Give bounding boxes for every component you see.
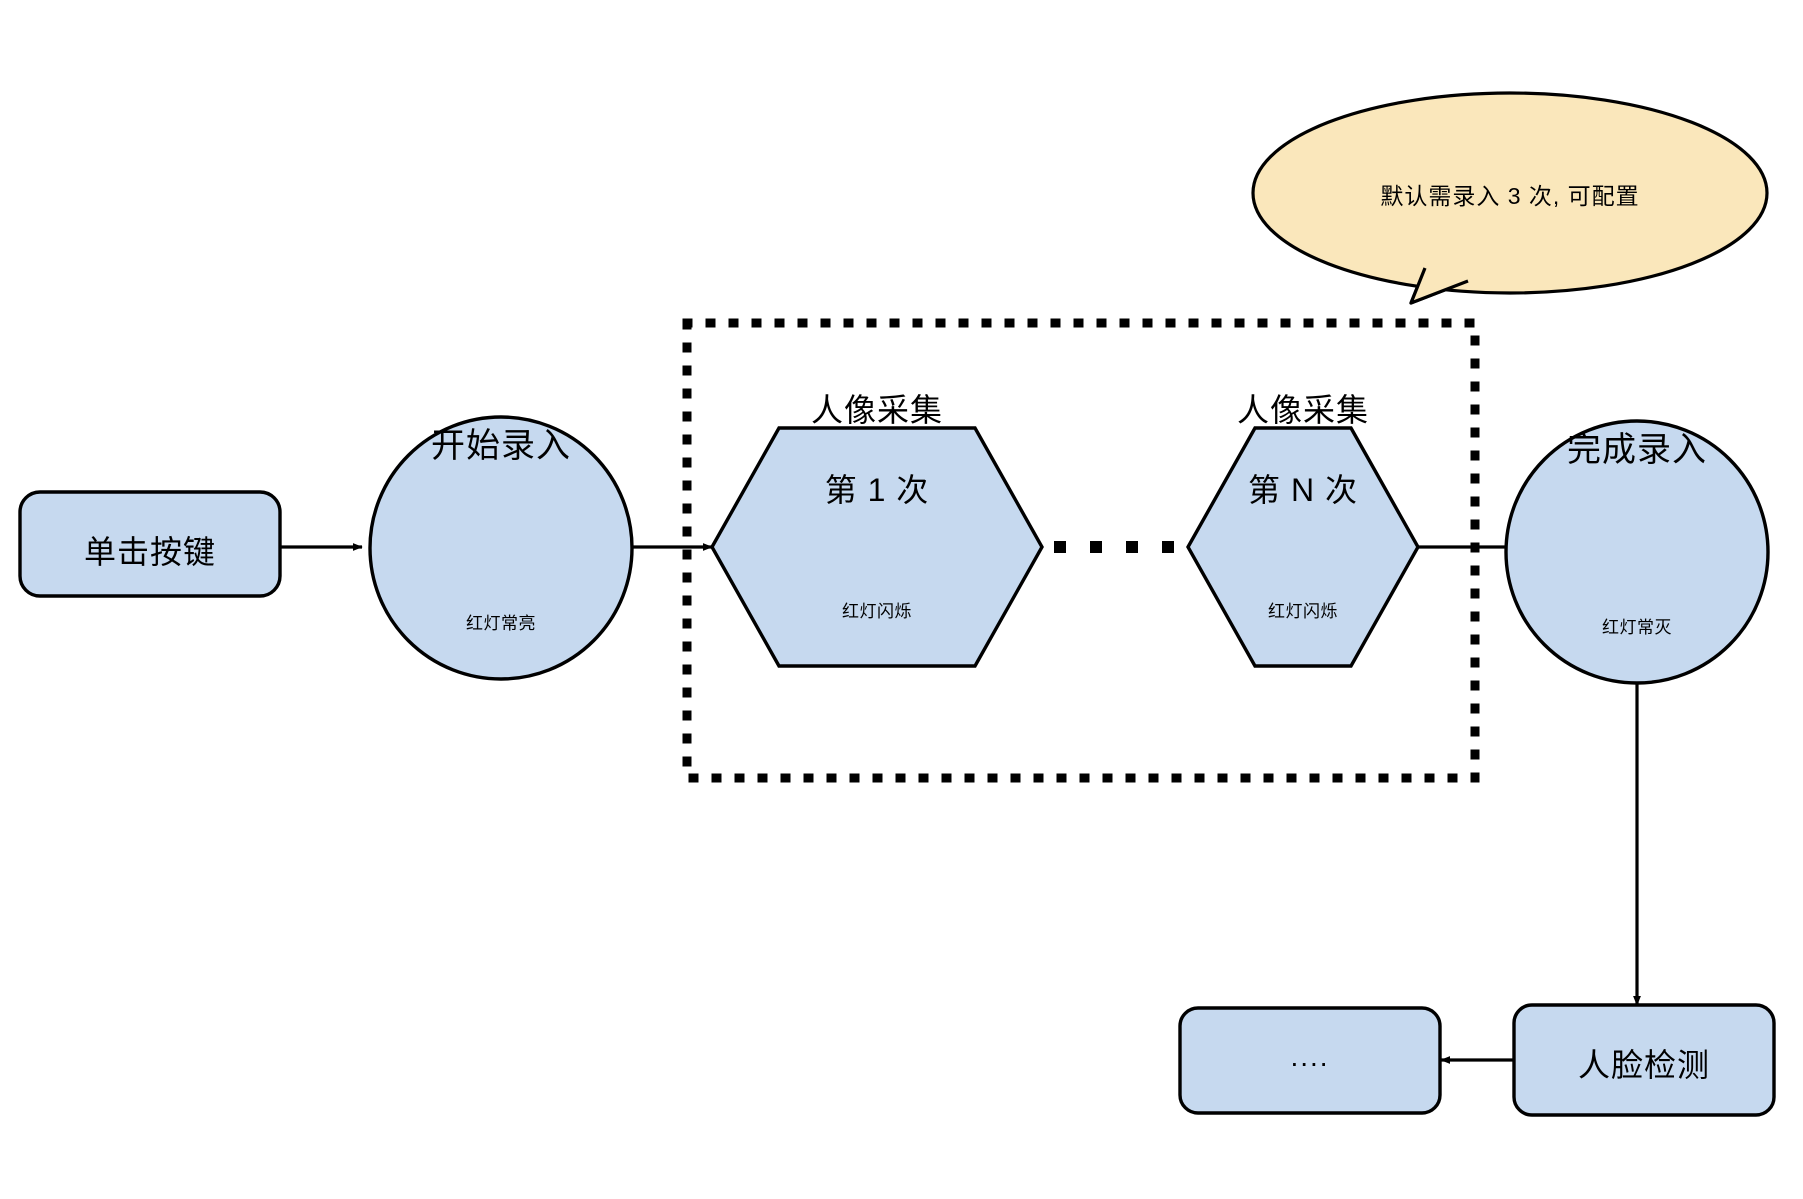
node-finish-enroll[interactable] — [1504, 419, 1770, 685]
callout-tail-outline — [1409, 267, 1469, 305]
callout-bubble[interactable] — [1251, 91, 1769, 305]
callout-ellipse — [1251, 91, 1769, 295]
node-face-detect[interactable] — [1512, 1003, 1776, 1117]
node-more-steps[interactable] — [1178, 1006, 1442, 1115]
node-capture-first[interactable] — [710, 426, 1044, 668]
hexagon-ellipsis-dots — [1054, 541, 1174, 553]
node-click-key[interactable] — [18, 490, 282, 598]
node-capture-nth[interactable] — [1186, 426, 1420, 668]
loop-group-border — [682, 318, 1480, 783]
node-start-enroll[interactable] — [368, 415, 634, 681]
